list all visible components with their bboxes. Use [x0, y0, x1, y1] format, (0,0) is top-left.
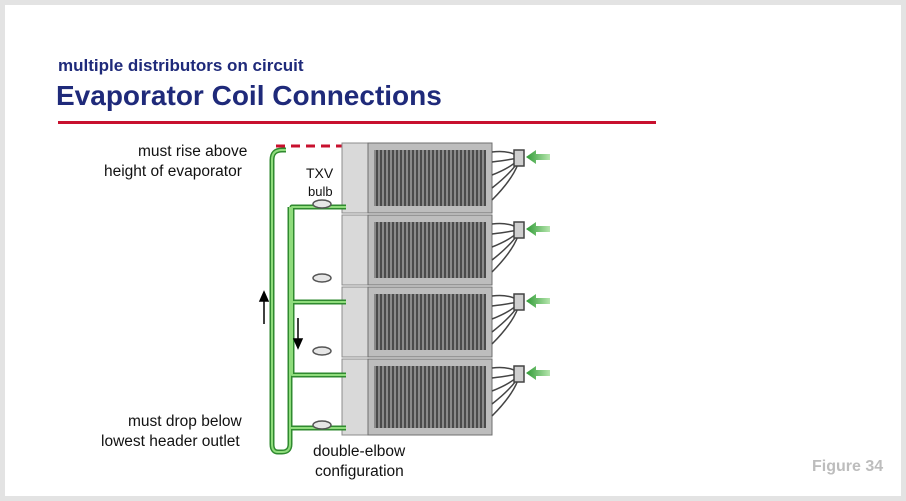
txv-bulb-3 [312, 346, 332, 356]
inlet-arrow-1 [526, 150, 550, 164]
distributor-4 [491, 365, 525, 417]
inlet-arrow-2 [526, 222, 550, 236]
coil-section-1 [341, 142, 493, 214]
figure-number: Figure 34 [812, 458, 884, 475]
distributor-2 [491, 221, 525, 273]
configuration-label: configuration [315, 463, 404, 480]
distributor-1 [491, 149, 525, 201]
slide-title: Evaporator Coil Connections [56, 80, 442, 111]
inlet-arrow-4 [526, 366, 550, 380]
coil-section-2 [341, 214, 493, 286]
coil-section-3 [341, 286, 493, 358]
double-elbow-label: double-elbow [313, 443, 406, 460]
txv-bulb-1 [312, 199, 332, 209]
inlet-arrow-3 [526, 294, 550, 308]
bulb-label: bulb [308, 184, 333, 199]
flow-arrow-down [292, 318, 304, 350]
slide-subtitle: multiple distributors on circuit [58, 56, 304, 75]
rise-label-line2: height of evaporator [104, 163, 242, 180]
flow-arrow-up [258, 290, 270, 324]
drop-label-line2: lowest header outlet [101, 433, 240, 450]
coil-section-4 [341, 358, 493, 436]
distributor-3 [491, 293, 525, 345]
txv-bulb-4 [312, 420, 332, 430]
drop-label-line1: must drop below [128, 413, 242, 430]
txv-bulb-2 [312, 273, 332, 283]
rise-label-line1: must rise above [138, 143, 248, 160]
txv-label: TXV [306, 165, 334, 181]
title-underline [58, 121, 656, 124]
